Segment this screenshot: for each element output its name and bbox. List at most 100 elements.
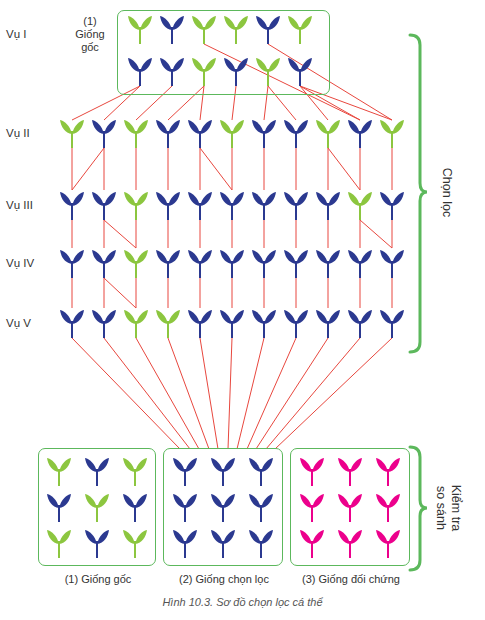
plant <box>192 58 216 86</box>
plant <box>47 494 71 522</box>
plant <box>256 58 280 86</box>
plant <box>284 250 308 278</box>
plant <box>92 250 116 278</box>
plant <box>211 494 235 522</box>
control-variety-box: (3) Giống đối chứng <box>290 448 410 566</box>
plant <box>252 192 276 220</box>
season-label: Vụ I <box>6 27 46 41</box>
plant <box>124 120 148 148</box>
plant <box>156 192 180 220</box>
plant <box>123 458 147 486</box>
plant <box>128 58 152 86</box>
season-label: Vụ II <box>6 126 50 140</box>
plant <box>85 458 109 486</box>
plant <box>249 494 273 522</box>
plant <box>60 120 84 148</box>
season-label: Vụ IV <box>6 256 50 270</box>
plant <box>211 530 235 558</box>
plant <box>338 494 362 522</box>
plant <box>160 16 184 44</box>
plant <box>380 250 404 278</box>
plant <box>220 192 244 220</box>
plant <box>316 120 340 148</box>
plant <box>220 310 244 338</box>
plant <box>316 192 340 220</box>
source-variety-box: (1) Giống gốc <box>117 10 330 95</box>
plant <box>284 120 308 148</box>
plant <box>192 16 216 44</box>
plant <box>348 192 372 220</box>
plant <box>123 530 147 558</box>
plant <box>92 120 116 148</box>
box-heading: (3) Giống đối chứng <box>285 573 417 586</box>
plant <box>380 192 404 220</box>
plant <box>249 458 273 486</box>
plant <box>92 310 116 338</box>
plant <box>47 458 71 486</box>
plant <box>376 458 400 486</box>
lineage-lines <box>72 44 392 449</box>
plant <box>224 58 248 86</box>
plant <box>92 192 116 220</box>
plant <box>300 458 324 486</box>
plant <box>124 192 148 220</box>
plant <box>188 310 212 338</box>
plant <box>316 310 340 338</box>
plant <box>220 250 244 278</box>
plant <box>173 458 197 486</box>
plant <box>249 530 273 558</box>
selection-brace <box>410 35 427 352</box>
plant <box>338 458 362 486</box>
plant <box>188 120 212 148</box>
plant <box>300 530 324 558</box>
stage-label: Chọn lọc <box>439 152 454 232</box>
plant <box>60 250 84 278</box>
stage-label: Kiểm tra so sánh <box>433 477 463 539</box>
plant <box>284 192 308 220</box>
plant <box>288 16 312 44</box>
plant <box>316 250 340 278</box>
plant <box>124 250 148 278</box>
plant <box>160 58 184 86</box>
plant <box>348 120 372 148</box>
plant <box>188 250 212 278</box>
plant <box>300 494 324 522</box>
plant <box>156 120 180 148</box>
plant <box>188 192 212 220</box>
plant <box>85 494 109 522</box>
season-label: Vụ III <box>6 198 50 212</box>
plant <box>123 494 147 522</box>
plant <box>252 250 276 278</box>
box-heading: (2) Giống chọn lọc <box>158 573 290 586</box>
plant <box>288 58 312 86</box>
original-variety-box: (1) Giống gốc <box>38 448 156 566</box>
box-heading: (1) Giống gốc <box>68 15 112 54</box>
plant <box>60 310 84 338</box>
selected-variety-box: (2) Giống chọn lọc <box>163 448 283 566</box>
comparison-brace <box>410 447 427 570</box>
plant <box>220 120 244 148</box>
plant <box>376 494 400 522</box>
plant <box>211 458 235 486</box>
plant <box>376 530 400 558</box>
plant <box>338 530 362 558</box>
plant <box>124 310 148 338</box>
plant <box>85 530 109 558</box>
plant <box>156 250 180 278</box>
plant <box>348 250 372 278</box>
plant <box>173 494 197 522</box>
plant <box>60 192 84 220</box>
plant <box>252 310 276 338</box>
figure-caption: Hình 10.3. Sơ đồ chọn lọc cá thể <box>0 596 485 608</box>
plant <box>348 310 372 338</box>
plant <box>128 16 152 44</box>
plant <box>173 530 197 558</box>
plant <box>380 120 404 148</box>
plant <box>252 120 276 148</box>
plant <box>224 16 248 44</box>
plant <box>256 16 280 44</box>
box-heading: (1) Giống gốc <box>33 573 163 586</box>
plant <box>380 310 404 338</box>
